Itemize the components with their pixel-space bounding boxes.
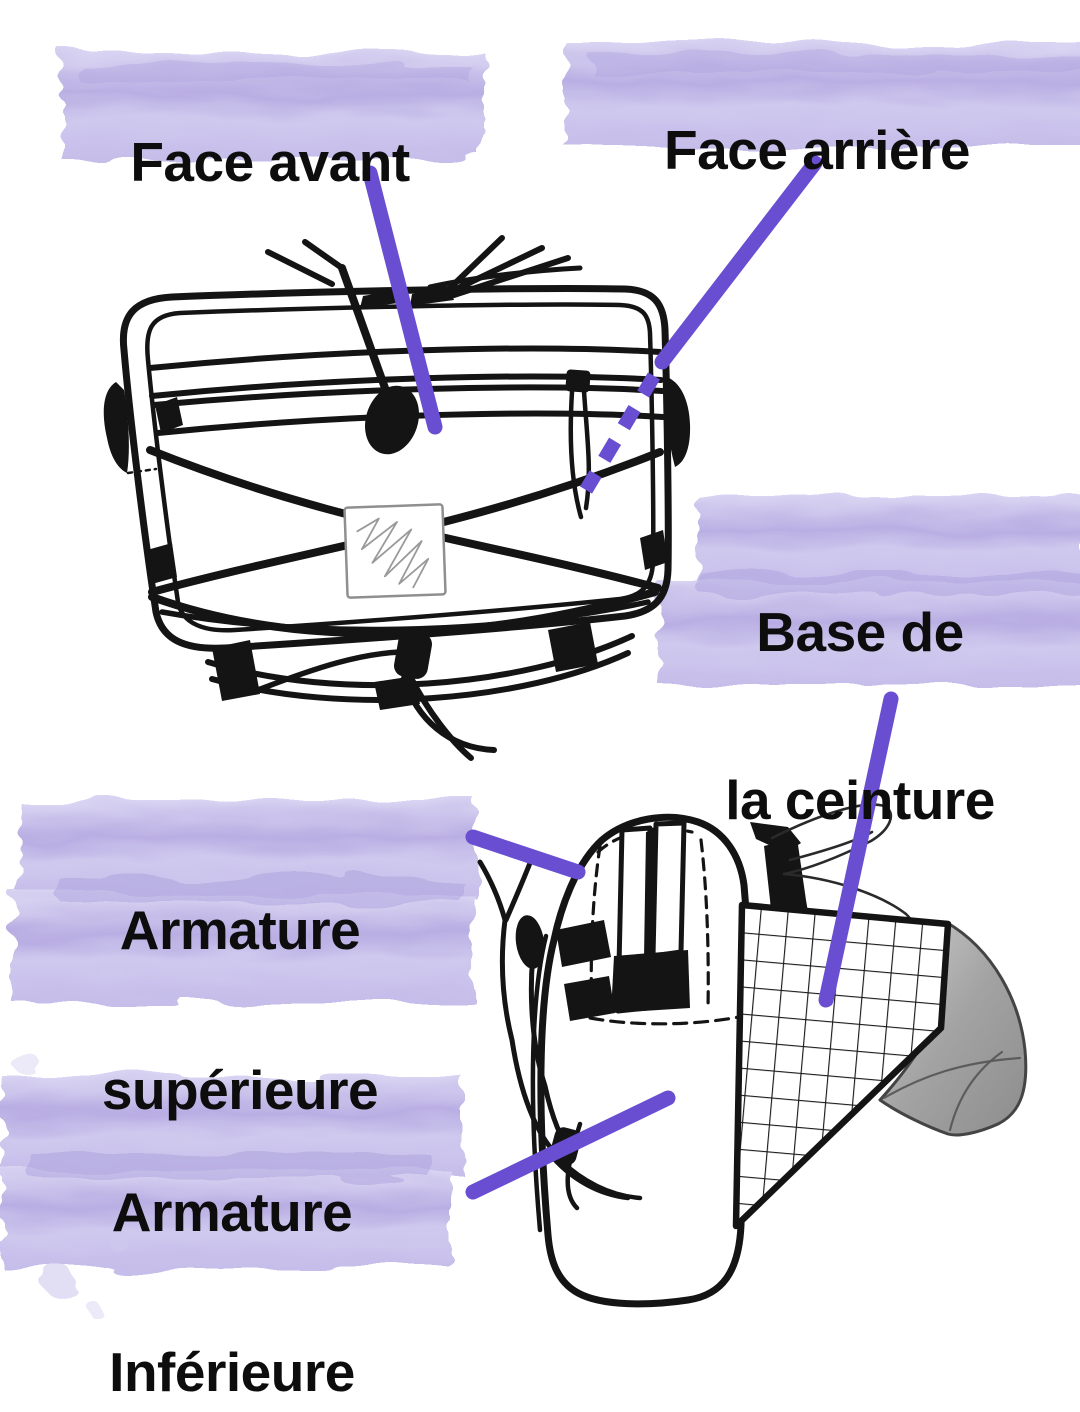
brush-armature-inferieure: [2, 1050, 462, 1317]
annotation-line-base-ceinture: [818, 691, 899, 1008]
brush-armature-superieure: [12, 800, 476, 1002]
annotation-line-face-arriere-solid: [654, 155, 823, 370]
annotation-lines: [362, 155, 899, 1200]
brush-face-arriere: [566, 42, 1080, 148]
label-armature-superieure-line2: supérieure: [101, 1059, 379, 1121]
label-armature-inferieure: Armature Inférieure: [0, 1092, 464, 1412]
illustration-layer: [2, 42, 1080, 1317]
diagram-canvas: Face avant Face arrière Base de la ceint…: [2, 42, 1080, 1403]
label-armature-inferieure-line2: Inférieure: [109, 1341, 355, 1403]
label-face-arriere: Face arrière: [552, 68, 1080, 178]
annotation-line-face-avant: [362, 165, 443, 435]
label-face-arriere-text: Face arrière: [664, 119, 970, 181]
annotation-line-armature-superieure: [465, 829, 586, 880]
label-base-ceinture-line1: Base de: [756, 601, 964, 663]
label-armature-inferieure-line1: Armature: [111, 1181, 353, 1243]
brush-base-ceinture: [660, 496, 1080, 686]
annotation-line-armature-inferieure: [465, 1090, 676, 1200]
label-armature-superieure-line1: Armature: [119, 899, 361, 961]
label-base-ceinture: Base de la ceinture: [648, 506, 1072, 842]
label-armature-superieure: Armature supérieure: [8, 810, 472, 1130]
belt-grid-panel: [732, 901, 952, 1230]
brush-face-avant: [62, 52, 484, 160]
side-view-illustration: [477, 803, 1028, 1308]
label-face-avant: Face avant: [50, 80, 490, 190]
label-face-avant-text: Face avant: [130, 131, 410, 193]
front-view-illustration: [103, 235, 691, 761]
label-base-ceinture-line2: la ceinture: [725, 769, 995, 831]
